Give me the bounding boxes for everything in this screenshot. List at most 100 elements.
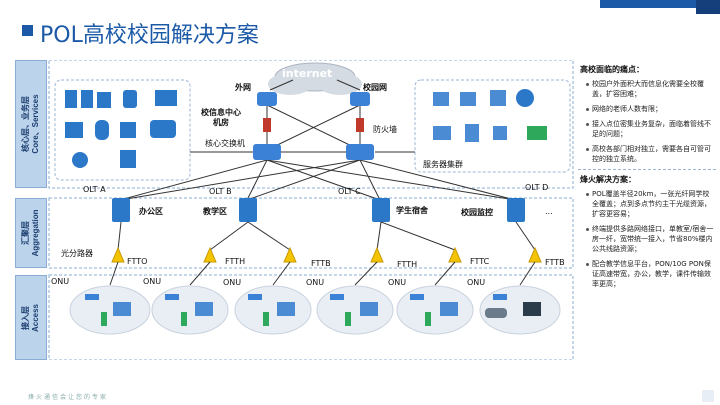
solution-title: 烽火解决方案： (580, 175, 636, 184)
access-cloud (234, 285, 312, 335)
panel-divider (578, 169, 716, 170)
wan-label: 外网 (235, 83, 251, 92)
wifi-icon (490, 90, 506, 106)
display-icon (527, 126, 547, 140)
grid-icon (493, 126, 507, 140)
box-icon (120, 150, 136, 168)
pain-item: 接入点位密集业务复杂，面临着管线不足的问题； (586, 119, 716, 139)
access-frame (48, 274, 574, 360)
pain-list: 校园户外面积大而信息化需要全校覆盖，扩容困难； 网络的老师人数有限； 接入点位密… (578, 79, 716, 164)
onu-label: ONU (388, 278, 407, 287)
splitter-icon (528, 246, 542, 263)
core-switches (253, 144, 374, 160)
switch-icon (346, 144, 374, 160)
monitor-label: 校园监控 (461, 208, 493, 217)
campus-net-label: 校园网 (363, 83, 387, 92)
fttx-label: FTTB (311, 259, 331, 268)
aggregation-frame (48, 197, 574, 269)
pain-title: 高校面临的痛点： (580, 65, 644, 74)
solution-item: 终端提供多路网络接口，单教室/宿舍一房一纤，宽带统一接入，节省80%楼内公共线路… (586, 224, 716, 254)
footer-text: 烽火通信会让您的专家 (28, 395, 109, 401)
firewall-icon (263, 118, 271, 132)
solution-list: POL覆盖半径20km，一张光纤网学校全覆盖；点到多点节约主干光缆资源，扩容更容… (578, 189, 716, 289)
onu-label: ONU (51, 277, 70, 286)
access-cloud (69, 285, 151, 335)
olt-a-label: OLT A (83, 185, 106, 194)
satellite-icon (72, 152, 88, 168)
top-accent-block (696, 0, 720, 14)
diagram-svg (48, 60, 574, 360)
olt-icon (112, 198, 130, 222)
info-panel: 高校面临的痛点： 校园户外面积大而信息化需要全校覆盖，扩容困难； 网络的老师人数… (578, 60, 716, 400)
firewalls (263, 118, 364, 132)
core-switch-label: 核心交换机 (205, 139, 245, 148)
cluster-icons (433, 89, 547, 142)
access-links (109, 261, 536, 286)
olt-icon (507, 198, 525, 222)
server-icon (81, 90, 93, 108)
network-diagram: 核心层、业务层 Core、Services 汇聚层 Aggregation 接入… (15, 60, 575, 360)
server-icon (97, 92, 111, 108)
server-cluster-label: 服务器集群 (423, 160, 463, 169)
title-marker (22, 25, 33, 36)
cube-icon (120, 122, 136, 138)
pain-item: 网络的老师人数有限； (586, 104, 716, 114)
fttx-label: FTTO (127, 257, 148, 266)
services-icons (65, 90, 177, 168)
core-links (119, 79, 516, 201)
fttx-label: FTTH (225, 257, 246, 266)
office-label: 办公区 (139, 207, 163, 216)
solution-item: POL覆盖半径20km，一张光纤网学校全覆盖；点到多点节约主干光缆资源，扩容更容… (586, 189, 716, 219)
database-icon (95, 120, 109, 140)
access-cloud (396, 285, 474, 335)
dc-label: 校信息中心 机房 (201, 108, 241, 127)
splitter-icon (283, 246, 297, 263)
storage-icon (155, 90, 177, 106)
video-icon (65, 122, 83, 138)
server-icon (460, 92, 476, 106)
play-icon (516, 89, 534, 107)
switch-icon (253, 144, 281, 160)
olt-d-label: OLT D (525, 183, 549, 192)
firewall-icon (356, 118, 364, 132)
splitter-icon (203, 246, 217, 263)
olt-icon (239, 198, 257, 222)
router-icon (150, 120, 176, 138)
fttx-label: FTTH (397, 260, 418, 269)
pain-item: 高校各部门相对独立，需要各自可管可控的独立系统。 (586, 144, 716, 164)
onu-label: ONU (143, 277, 162, 286)
internet-cloud (268, 62, 362, 95)
network-icon (433, 126, 451, 140)
onu-label: ONU (306, 278, 325, 287)
ellipsis-label: ... (545, 207, 553, 216)
pain-item: 校园户外面积大而信息化需要全校覆盖，扩容困难； (586, 79, 716, 99)
wifi-icon (123, 90, 137, 108)
solution-item: 配合教学信息平台，PON/10G PON保证高速带宽，办公，教学，课件传输效率更… (586, 259, 716, 289)
layer-core: 核心层、业务层 Core、Services (15, 60, 47, 188)
layer-aggregation: 汇聚层 Aggregation (15, 198, 47, 268)
olt-splitter-links (117, 221, 536, 251)
router-icon (350, 92, 370, 106)
firewall-label: 防火墙 (373, 125, 397, 134)
olt-icon (372, 198, 390, 222)
fttx-label: FTTC (470, 257, 490, 266)
dorm-label: 学生宿舍 (396, 206, 428, 215)
layer-access: 接入层 Access (15, 275, 47, 360)
router-icon (257, 92, 277, 106)
top-accent-bar (600, 0, 720, 8)
onu-label: ONU (223, 278, 242, 287)
page-number-box (702, 390, 714, 402)
routers (257, 92, 370, 106)
fttx-label: FTTB (545, 258, 565, 267)
onu-label: ONU (467, 278, 486, 287)
olt-c-label: OLT C (338, 187, 361, 196)
access-cloud (151, 285, 229, 335)
access-devices (85, 294, 541, 326)
server-icon (433, 92, 449, 106)
teaching-label: 教学区 (203, 207, 227, 216)
internet-label: internet (282, 67, 333, 80)
splitter-icon (448, 246, 462, 263)
page-title: POL高校校园解决方案 (40, 23, 259, 48)
splitter-icon (111, 246, 125, 263)
core-frame (48, 60, 574, 189)
